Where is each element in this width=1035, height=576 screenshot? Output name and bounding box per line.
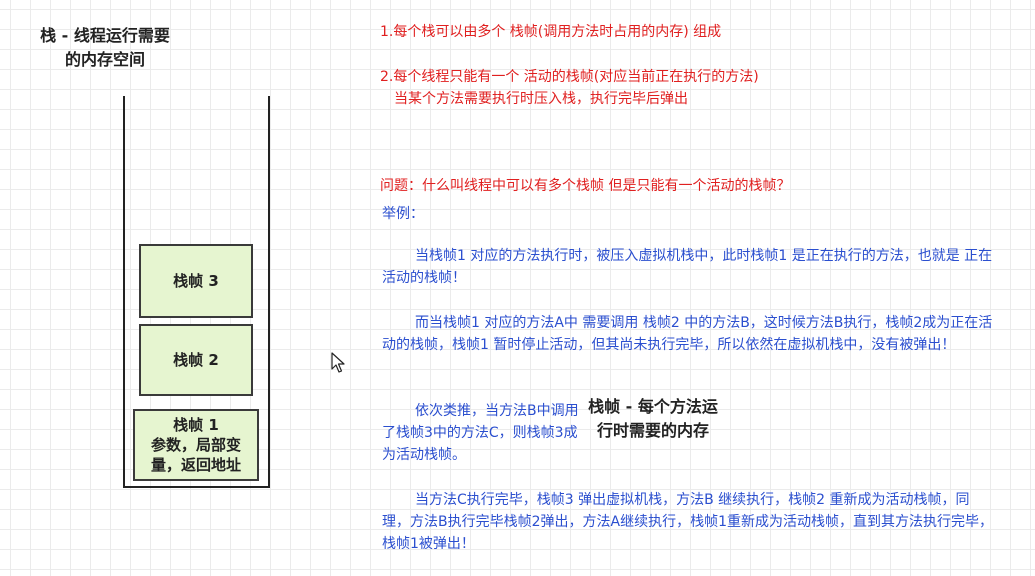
- note-single-active-frame: 2.每个线程只能有一个 活动的栈帧(对应当前正在执行的方法): [380, 69, 759, 85]
- note-frames-composition: 1.每个栈可以由多个 栈帧(调用方法时占用的内存) 组成: [380, 24, 722, 40]
- note-push-pop: 当某个方法需要执行时压入栈，执行完毕后弹出: [394, 91, 688, 107]
- stack-title-line-2: 的内存空间: [64, 50, 145, 69]
- stack-frame-1: 栈帧 1 参数，局部变 量，返回地址: [133, 409, 259, 481]
- stack-frame-2-label: 栈帧 2: [173, 351, 219, 369]
- stack-title-line-1: 栈 - 线程运行需要: [40, 26, 170, 45]
- stack-wall-right: [268, 96, 270, 488]
- stack-title: 栈 - 线程运行需要 的内存空间: [20, 24, 190, 72]
- example-label: 举例：: [382, 206, 424, 222]
- explanation-paragraph-2: 而当栈帧1 对应的方法A中 需要调用 栈帧2 中的方法B，这时候方法B执行，栈帧…: [382, 315, 993, 353]
- explanation-paragraph-1: 当栈帧1 对应的方法执行时，被压入虚拟机栈中，此时栈帧1 是正在执行的方法，也就…: [382, 248, 993, 286]
- stack-frame-3: 栈帧 3: [139, 244, 253, 318]
- explanation-paragraph-4: 当方法C执行完毕，栈帧3 弹出虚拟机栈，方法B 继续执行，栈帧2 重新成为活动栈…: [382, 492, 993, 549]
- stack-frame-definition-line-1: 栈帧 - 每个方法运: [588, 397, 718, 416]
- stack-frame-1-detail-line-1: 参数，局部变: [150, 436, 241, 454]
- stack-frame-definition: 栈帧 - 每个方法运 行时需要的内存: [578, 395, 728, 443]
- question-text: 问题：什么叫线程中可以有多个栈帧 但是只能有一个活动的栈帧？: [380, 178, 791, 194]
- mouse-pointer-icon: [331, 352, 345, 373]
- stack-wall-left: [123, 96, 125, 488]
- stack-frame-definition-line-2: 行时需要的内存: [596, 421, 709, 440]
- stack-wall-bottom: [123, 486, 270, 488]
- stack-frame-2: 栈帧 2: [139, 324, 253, 396]
- stack-frame-1-detail-line-2: 量，返回地址: [150, 456, 241, 474]
- stack-frame-3-label: 栈帧 3: [173, 272, 219, 290]
- stack-frame-1-label: 栈帧 1: [173, 416, 219, 434]
- explanation-paragraph-3: 依次类推，当方法B中调用了栈帧3中的方法C，则栈帧3成为活动栈帧。: [382, 403, 579, 463]
